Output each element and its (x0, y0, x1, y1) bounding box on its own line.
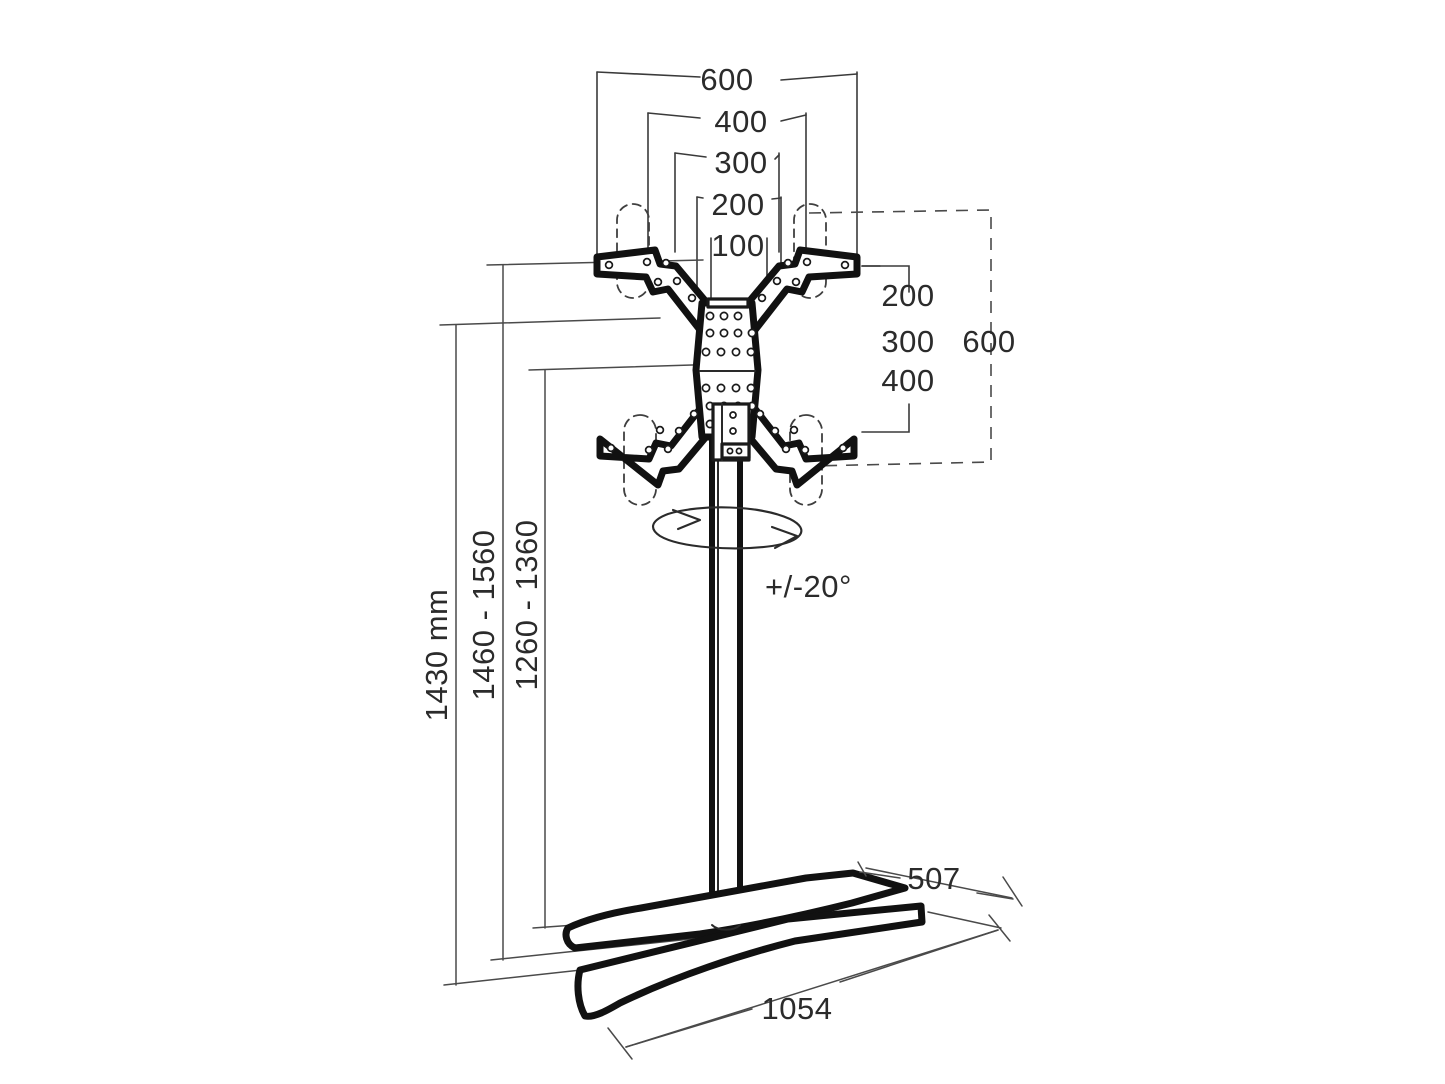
dimension-400-horizontal (647, 112, 807, 259)
dimension-507-line (865, 867, 1013, 899)
vesa-vertical-dimension-group: 200 300 400 600 (808, 209, 1015, 467)
bracket-arm-holes (604, 257, 850, 455)
dimension-label-200-v: 200 (881, 278, 934, 313)
dimension-600-horizontal (596, 71, 858, 266)
mount-plate-outline-top-left (616, 203, 650, 299)
height-label-overall: 1430 mm (419, 589, 454, 722)
rotation-arrow-head-left-icon (671, 508, 702, 531)
rotation-indicator-group: +/-20° (652, 506, 852, 604)
column-tube (709, 397, 743, 939)
rotation-label: +/-20° (765, 569, 852, 604)
mount-plate-outline-top-right (793, 203, 827, 299)
rotation-ellipse-icon (652, 506, 803, 550)
vesa-600-dashed-outline (808, 209, 992, 467)
dimension-label-300-h: 300 (714, 145, 767, 180)
base-pole-collar (711, 924, 741, 931)
dimension-label-200-h: 200 (711, 187, 764, 222)
dimension-300-horizontal (674, 152, 780, 253)
dimension-1054-line (625, 929, 999, 1048)
base-depth-projection (927, 911, 1002, 929)
height-label-lower-range: 1260 - 1360 (509, 520, 544, 691)
base-lower-wing (574, 902, 926, 1020)
base-width-label: 1054 (762, 991, 833, 1026)
stand-base-group: 507 1054 (562, 861, 1023, 1060)
bracket-top-slot (706, 297, 750, 309)
mount-plate-outline-bottom-right (789, 414, 823, 506)
dimension-label-600-v: 600 (962, 324, 1015, 359)
dimension-label-300-v: 300 (881, 324, 934, 359)
column-clamp-latch (720, 442, 751, 460)
dimension-label-600-h: 600 (700, 62, 753, 97)
base-dimension-lines: 507 1054 (607, 861, 1023, 1060)
dimension-label-400-h: 400 (714, 104, 767, 139)
rotation-arrow-head-right-icon (770, 525, 799, 550)
dimension-label-100-h: 100 (711, 228, 764, 263)
vesa-bracket-group (593, 246, 861, 489)
height-label-upper-range: 1460 - 1560 (466, 530, 501, 701)
base-depth-label: 507 (907, 861, 960, 896)
mount-plate-outline-bottom-left (623, 414, 657, 506)
alternate-mount-plates-group (616, 203, 827, 506)
stand-column-group (709, 397, 743, 939)
dimension-label-400-v: 400 (881, 363, 934, 398)
